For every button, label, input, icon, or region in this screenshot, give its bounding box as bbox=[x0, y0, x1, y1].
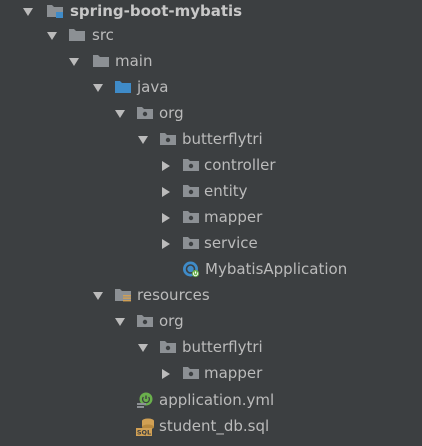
tree-node-label: mapper bbox=[204, 208, 263, 226]
expanded-arrow-icon[interactable] bbox=[92, 290, 104, 302]
svg-text:SQL: SQL bbox=[137, 429, 151, 436]
source-root-folder-icon bbox=[114, 79, 132, 95]
expanded-arrow-icon[interactable] bbox=[46, 30, 58, 42]
tree-node-label: butterflytri bbox=[182, 338, 263, 356]
expanded-arrow-icon[interactable] bbox=[137, 134, 149, 146]
tree-node-java[interactable]: java bbox=[0, 76, 422, 100]
tree-node-main[interactable]: main bbox=[0, 50, 422, 74]
collapsed-arrow-icon[interactable] bbox=[160, 160, 172, 172]
tree-node-label: resources bbox=[137, 286, 210, 304]
collapsed-arrow-icon[interactable] bbox=[160, 212, 172, 224]
tree-node-label: MybatisApplication bbox=[205, 260, 348, 278]
tree-node-resources-butterflytri[interactable]: butterflytri bbox=[0, 336, 422, 360]
spring-boot-class-icon bbox=[182, 260, 200, 278]
package-icon bbox=[136, 105, 154, 121]
tree-node-label: org bbox=[159, 312, 184, 330]
tree-node-label: java bbox=[137, 78, 169, 96]
tree-node-label: entity bbox=[204, 182, 248, 200]
spring-config-file-icon bbox=[136, 391, 154, 409]
tree-node-resources-mapper[interactable]: mapper bbox=[0, 362, 422, 386]
tree-node-resources-org[interactable]: org bbox=[0, 310, 422, 334]
tree-node-label: student_db.sql bbox=[159, 417, 270, 435]
expanded-arrow-icon[interactable] bbox=[114, 316, 126, 328]
tree-node-src[interactable]: src bbox=[0, 24, 422, 48]
collapsed-arrow-icon[interactable] bbox=[160, 368, 172, 380]
expanded-arrow-icon[interactable] bbox=[22, 6, 34, 18]
tree-node-label: mapper bbox=[204, 364, 263, 382]
tree-node-label: controller bbox=[204, 156, 276, 174]
tree-node-service[interactable]: service bbox=[0, 232, 422, 256]
package-icon bbox=[182, 365, 200, 381]
collapsed-arrow-icon[interactable] bbox=[160, 238, 172, 250]
tree-node-label: org bbox=[159, 104, 184, 122]
tree-node-controller[interactable]: controller bbox=[0, 154, 422, 178]
package-icon bbox=[136, 313, 154, 329]
package-icon bbox=[159, 131, 177, 147]
expanded-arrow-icon[interactable] bbox=[114, 108, 126, 120]
resources-root-folder-icon bbox=[114, 287, 132, 303]
package-icon bbox=[182, 209, 200, 225]
package-icon bbox=[159, 339, 177, 355]
tree-node-entity[interactable]: entity bbox=[0, 180, 422, 204]
package-icon bbox=[182, 183, 200, 199]
expanded-arrow-icon[interactable] bbox=[92, 82, 104, 94]
tree-node-label: service bbox=[204, 234, 258, 252]
tree-node-application-yml[interactable]: application.yml bbox=[0, 389, 422, 413]
tree-node-label: butterflytri bbox=[182, 130, 263, 148]
sql-file-icon: SQL bbox=[136, 417, 156, 436]
tree-node-student-db-sql[interactable]: SQL student_db.sql bbox=[0, 415, 422, 439]
package-icon bbox=[182, 157, 200, 173]
tree-node-label: src bbox=[92, 26, 114, 44]
tree-node-mapper[interactable]: mapper bbox=[0, 206, 422, 230]
expanded-arrow-icon[interactable] bbox=[68, 56, 80, 68]
tree-node-mybatis-application[interactable]: MybatisApplication bbox=[0, 258, 422, 282]
module-folder-icon bbox=[46, 3, 64, 19]
folder-icon bbox=[92, 53, 110, 69]
tree-node-butterflytri[interactable]: butterflytri bbox=[0, 128, 422, 152]
collapsed-arrow-icon[interactable] bbox=[160, 186, 172, 198]
expanded-arrow-icon[interactable] bbox=[137, 342, 149, 354]
tree-node-root[interactable]: spring-boot-mybatis bbox=[0, 0, 422, 24]
tree-node-label: main bbox=[115, 52, 153, 70]
package-icon bbox=[182, 235, 200, 251]
tree-node-label: spring-boot-mybatis bbox=[70, 2, 243, 20]
tree-node-label: application.yml bbox=[159, 391, 275, 409]
tree-node-org[interactable]: org bbox=[0, 102, 422, 126]
folder-icon bbox=[68, 27, 86, 43]
tree-node-resources[interactable]: resources bbox=[0, 284, 422, 308]
